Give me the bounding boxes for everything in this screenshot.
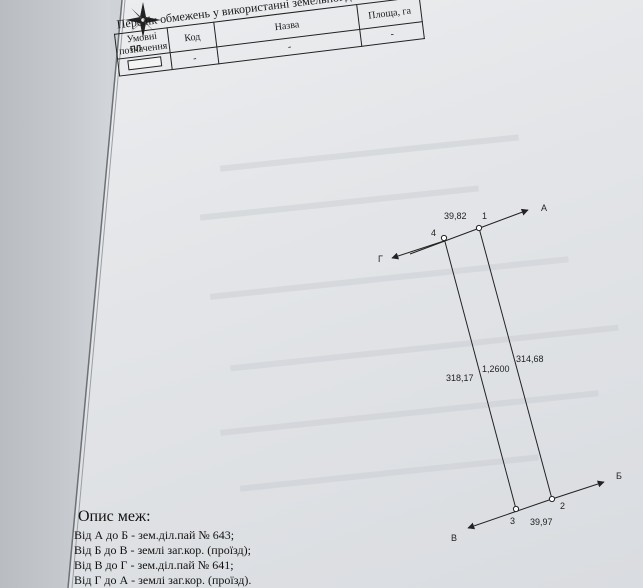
length-label-top: 39,82 <box>444 211 467 221</box>
plot-side-right <box>478 227 553 500</box>
description-line: Від Б до В - землі заг.кор. (проїзд); <box>74 543 251 557</box>
vertex-marker <box>475 224 483 232</box>
description-title: Опис меж: <box>78 508 151 525</box>
boundary-line-bottom <box>551 480 605 500</box>
point-number-1: 1 <box>482 211 487 221</box>
boundary-line-top-left <box>391 240 445 260</box>
length-label-bottom: 39,97 <box>530 517 553 527</box>
boundary-description: Опис меж: Від А до Б - зем.діл.пай № 643… <box>74 508 251 588</box>
description-line: Від А до Б - зем.діл.пай № 643; <box>74 528 235 542</box>
vertex-marker <box>440 234 448 242</box>
vertex-marker <box>548 495 556 503</box>
plot-area-label: 1,2600 <box>482 364 510 374</box>
direction-label-b: Б <box>616 471 622 481</box>
direction-label-g: Г <box>378 254 383 264</box>
description-line: Від Г до А - землі заг.кор. (проїзд). <box>74 573 252 587</box>
vertex-marker <box>512 505 520 513</box>
length-label-left: 318,17 <box>446 373 474 383</box>
length-label-right: 314,68 <box>516 354 544 364</box>
boundary-line-top <box>409 208 529 255</box>
compass-rose-icon <box>125 2 161 38</box>
point-number-3: 3 <box>510 516 515 526</box>
plot-side-left <box>443 237 517 510</box>
direction-label-a: А <box>541 203 547 213</box>
direction-label-v: В <box>451 533 457 543</box>
point-number-2: 2 <box>560 501 565 511</box>
point-number-4: 4 <box>431 228 436 238</box>
description-line: Від В до Г - зем.діл.пай № 641; <box>74 558 234 572</box>
boundary-line-bottom-left <box>467 498 553 530</box>
